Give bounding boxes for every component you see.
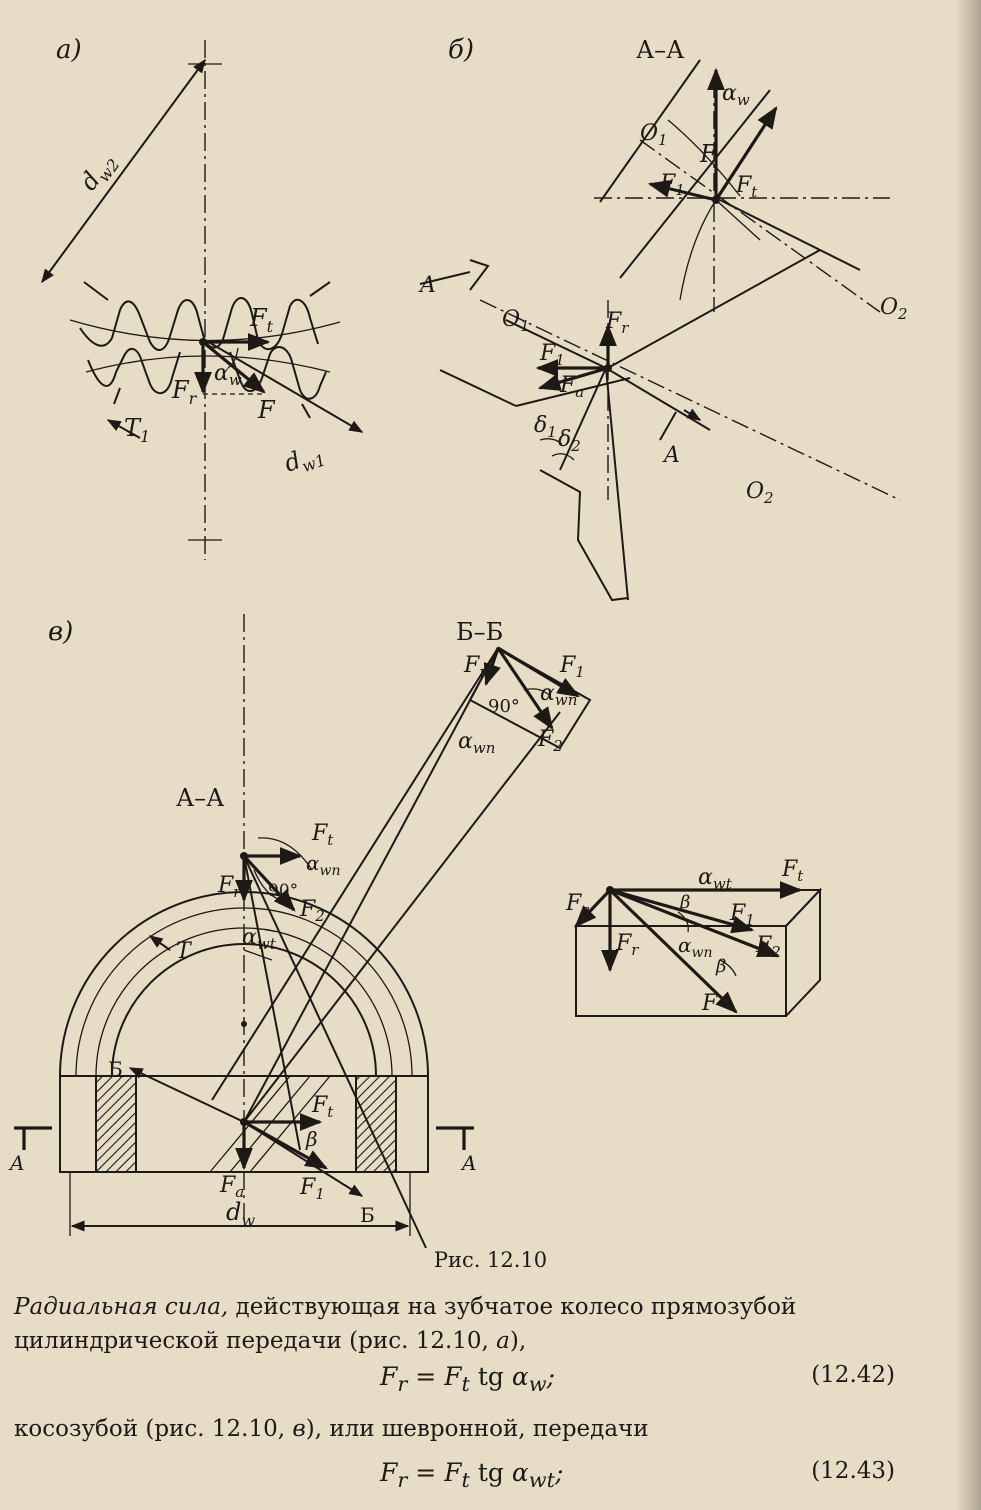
label-Fr-b: Fr (605, 309, 629, 337)
equation-number: (12.43) (811, 1458, 895, 1484)
label-Fr-box: Fr (615, 931, 639, 959)
label-O2-right: O2 (880, 295, 908, 323)
label-A-c-right: A (460, 1151, 476, 1175)
label-dw-c: dw (226, 1198, 255, 1230)
label-F2-c1: F2 (537, 727, 563, 755)
label-O1-low: O1 (502, 307, 530, 335)
label-beta-c-body: β (305, 1127, 318, 1151)
paragraph-helical: косозубой (рис. 12.10, в), или шевронной… (14, 1412, 964, 1446)
force-box-top (573, 889, 823, 927)
torque-T1-arrow (106, 419, 141, 439)
label-beta-box2: β (715, 956, 726, 977)
figure-ref-v: в (292, 1416, 306, 1442)
label-F1-c1: F1 (559, 653, 585, 681)
paragraph-text: косозубой (рис. 12.10, (14, 1416, 293, 1442)
label-alpha-wn-c-top: αwn (306, 851, 341, 879)
panel-label-c: в) (48, 617, 73, 647)
equation-12-43: Fr = Ft tg αwt; (12.43) (0, 1458, 981, 1492)
label-delta2: δ2 (558, 427, 581, 455)
label-T-c: T (176, 939, 193, 964)
label-Fa-box: Fa (565, 891, 590, 919)
label-alpha-w-b: αw (722, 81, 750, 109)
paragraph-radial-force: Радиальная сила, действующая на зубчатое… (14, 1290, 964, 1358)
label-Fr-c1: Fr (463, 653, 487, 681)
label-alpha-wt-box: αwt (698, 865, 733, 893)
label-B-bottom: Б (360, 1203, 375, 1227)
label-Fa-c-body: Fa (219, 1173, 244, 1201)
label-Ft-c-top: Ft (311, 821, 334, 849)
equation-number: (12.42) (811, 1362, 895, 1388)
section-label-BB: Б–Б (456, 618, 503, 646)
label-F1-b2: F1 (539, 341, 565, 369)
page-edge-shadow (955, 0, 981, 1510)
label-90-c1: 90° (488, 696, 520, 717)
hatch-right (355, 1075, 397, 1173)
panel-label-b: б) (448, 35, 474, 65)
panel-label-a: а) (56, 35, 82, 65)
label-Ft-b: Ft (735, 173, 758, 201)
label-F1-b: F1 (659, 171, 685, 199)
label-Ft-box: Ft (781, 857, 804, 885)
label-T1: T1 (124, 414, 150, 446)
gear-body (59, 1075, 429, 1173)
label-A-right: A (662, 443, 680, 468)
gear-teeth-upper (79, 297, 319, 351)
label-B-top: Б (108, 1057, 123, 1081)
equation-12-42: Fr = Ft tg αw; (12.42) (0, 1362, 981, 1396)
figure-caption: Рис. 12.10 (433, 1248, 548, 1272)
label-alpha-wn-box: αwn (678, 933, 713, 961)
axis-O1-O2 (639, 139, 881, 313)
label-Fr-c-top: Fr (217, 873, 241, 901)
label-alpha-wn-c1: αwn (540, 681, 577, 709)
hatch-left (95, 1075, 137, 1173)
label-alpha-wn-c2: αwn (458, 729, 495, 757)
figure-12-10: а) dw2 dw1 Ft Fr F αw T1 б) А–А (8, 35, 908, 1249)
label-dw2: dw2 (74, 147, 123, 198)
force-box-front (575, 925, 787, 1017)
label-O2-bottom: O2 (746, 479, 774, 507)
section-label-AA-c: А–А (176, 784, 224, 812)
paragraph-tail: ), или шевронной, передачи (305, 1416, 649, 1442)
label-F-b: F (699, 140, 718, 168)
label-Fa-b: Fa (559, 373, 584, 401)
paragraph-text: действующая на зубчатое колесо прямозубо… (14, 1294, 797, 1354)
panel-c: в) А–А Б–Б (8, 614, 823, 1249)
label-F-a: F (257, 396, 276, 424)
label-dw1: dw1 (280, 438, 328, 481)
label-Fr-a: Fr (171, 376, 198, 408)
label-Ft-c-body: Ft (311, 1093, 334, 1121)
label-A-left: A (418, 273, 436, 298)
label-F2-box: F2 (755, 933, 781, 961)
panel-a: а) dw2 dw1 Ft Fr F αw T1 (41, 35, 364, 560)
equation-formula: Fr = Ft tg αwt; (380, 1458, 564, 1492)
equation-formula: Fr = Ft tg αw; (380, 1362, 556, 1396)
dw2-dimension (41, 58, 206, 284)
label-beta-box1: β (679, 892, 690, 913)
paragraph-tail: ), (509, 1328, 527, 1354)
label-Ft-a: Ft (249, 304, 274, 336)
label-F1-box: F1 (729, 901, 755, 929)
paragraph-emphasis: Радиальная сила, (14, 1294, 229, 1320)
label-delta1: δ1 (534, 413, 557, 441)
label-F-box: F (701, 991, 718, 1016)
label-alpha-wt-c: αwt (242, 925, 277, 953)
section-label-AA-b: А–А (636, 36, 684, 64)
axis-lower (479, 299, 901, 501)
label-90-c-top: 90° (268, 881, 298, 901)
label-alpha-w-a: αw (214, 361, 242, 389)
label-F1-c-body: F1 (299, 1175, 325, 1203)
label-A-c-left: A (8, 1151, 24, 1175)
label-F2-c-top: F2 (299, 897, 325, 925)
label-O1-top: O1 (640, 121, 668, 149)
figure-ref-a: а (496, 1328, 510, 1354)
force-F-arrow (201, 340, 266, 394)
panel-b: б) А–А O1 O1 (418, 35, 908, 602)
